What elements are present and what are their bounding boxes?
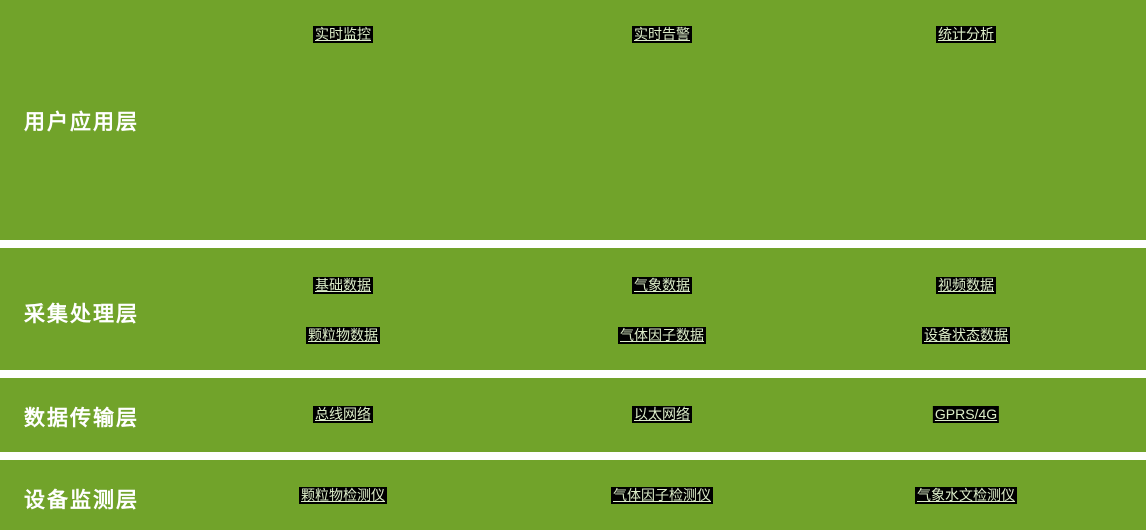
layer-label-collection-processing: 采集处理层 [24,303,139,326]
chip-col: GPRS/4G [932,406,1000,424]
chip-col: 总线网络 [313,406,373,424]
chip-weather-data[interactable]: 气象数据 [632,277,692,294]
chip-gas-factor-data[interactable]: 气体因子数据 [618,327,706,344]
chip-weather-hydrology-detector[interactable]: 气象水文检测仪 [915,487,1017,504]
chip-video-data[interactable]: 视频数据 [936,277,996,294]
chip-device-status-data[interactable]: 设备状态数据 [922,327,1010,344]
chip-col: 统计分析 [936,26,996,44]
layer-label-user-application: 用户应用层 [24,111,139,134]
layer-label-data-transmission: 数据传输层 [24,407,139,430]
chip-statistics-analysis[interactable]: 统计分析 [936,26,996,43]
layer-collection-processing: 采集处理层 基础数据 气象数据 视频数据 颗粒物数据 气体因子数据 设备状态数据 [0,248,1146,370]
chip-particulate-data[interactable]: 颗粒物数据 [306,327,380,344]
chip-col: 以太网络 [632,406,692,424]
chip-col: 设备状态数据 [922,327,1010,345]
chip-col: 实时监控 [313,26,373,44]
chip-row: 颗粒物检测仪 气体因子检测仪 气象水文检测仪 [0,487,1146,505]
chip-col: 气体因子检测仪 [611,487,713,505]
layer-label-device-monitoring: 设备监测层 [24,489,139,512]
chip-col: 实时告警 [632,26,692,44]
chip-ethernet[interactable]: 以太网络 [632,406,692,423]
chip-row: 总线网络 以太网络 GPRS/4G [0,406,1146,424]
chip-realtime-alarm[interactable]: 实时告警 [632,26,692,43]
layer-data-transmission: 数据传输层 总线网络 以太网络 GPRS/4G [0,378,1146,452]
chip-realtime-monitoring[interactable]: 实时监控 [313,26,373,43]
chip-col: 视频数据 [936,277,996,295]
chip-col: 气体因子数据 [618,327,706,345]
chip-col: 颗粒物检测仪 [299,487,387,505]
chip-particulate-detector[interactable]: 颗粒物检测仪 [299,487,387,504]
chip-row: 实时监控 实时告警 统计分析 [0,26,1146,44]
chip-col: 基础数据 [313,277,373,295]
chip-bus-network[interactable]: 总线网络 [313,406,373,423]
chip-row: 颗粒物数据 气体因子数据 设备状态数据 [0,327,1146,345]
chip-row: 基础数据 气象数据 视频数据 [0,277,1146,295]
chip-col: 气象数据 [632,277,692,295]
chip-basic-data[interactable]: 基础数据 [313,277,373,294]
layer-device-monitoring: 设备监测层 颗粒物检测仪 气体因子检测仪 气象水文检测仪 [0,460,1146,530]
chip-col: 颗粒物数据 [306,327,380,345]
chip-col: 气象水文检测仪 [915,487,1017,505]
chip-gas-factor-detector[interactable]: 气体因子检测仪 [611,487,713,504]
chip-gprs[interactable]: GPRS/4G [932,406,1000,423]
layer-user-application: 用户应用层 实时监控 实时告警 统计分析 [0,0,1146,240]
